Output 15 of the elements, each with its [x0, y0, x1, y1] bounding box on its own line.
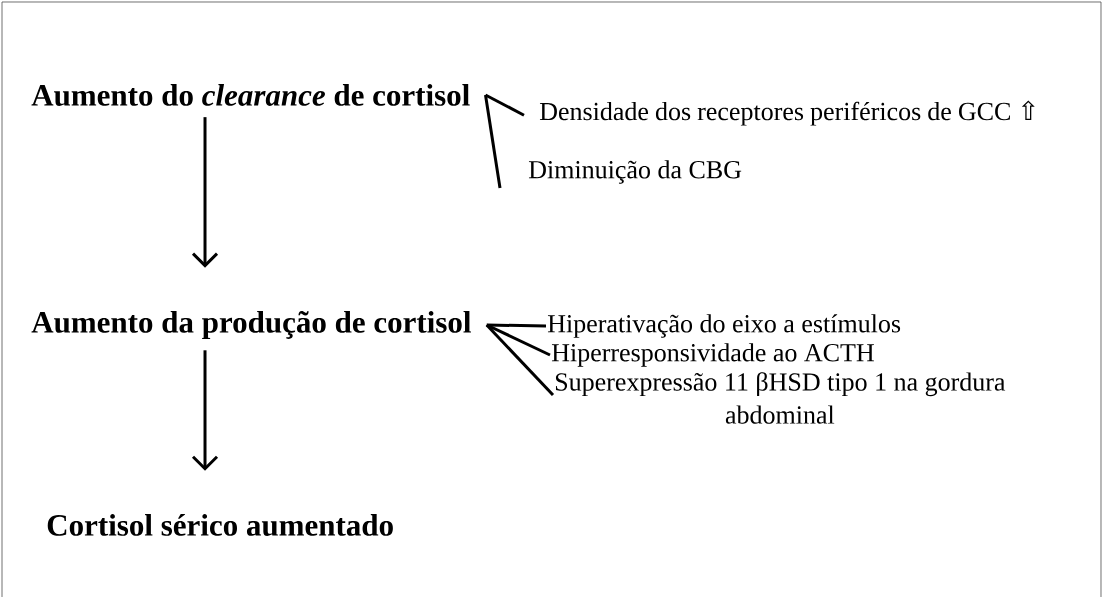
- factor-text: Diminuição da CBG: [528, 160, 742, 184]
- cause-text: Aumento do clearance de cortisol: [31, 84, 470, 106]
- bracket-line: [484, 93, 525, 117]
- bracket-line: [485, 323, 555, 397]
- arrow: [191, 117, 219, 268]
- factor-text: Superexpressão 11 βHSD tipo 1 na gordura abdominal: [555, 372, 1006, 424]
- bracket-line: [484, 94, 502, 189]
- cause-text: Cortisol sérico aumentado: [47, 514, 393, 536]
- bracket-line: [486, 323, 547, 328]
- bracket-line: [486, 323, 551, 357]
- factor-text: Hiperresponsividade ao ACTH: [551, 343, 874, 367]
- factor-text: Hiperativação do eixo a estímulos: [547, 314, 901, 338]
- factor-text: Densidade dos receptores periféricos de GCC ⇧: [539, 100, 1035, 126]
- arrow: [191, 350, 219, 471]
- cause-text: Aumento da produção de cortisol: [31, 310, 471, 340]
